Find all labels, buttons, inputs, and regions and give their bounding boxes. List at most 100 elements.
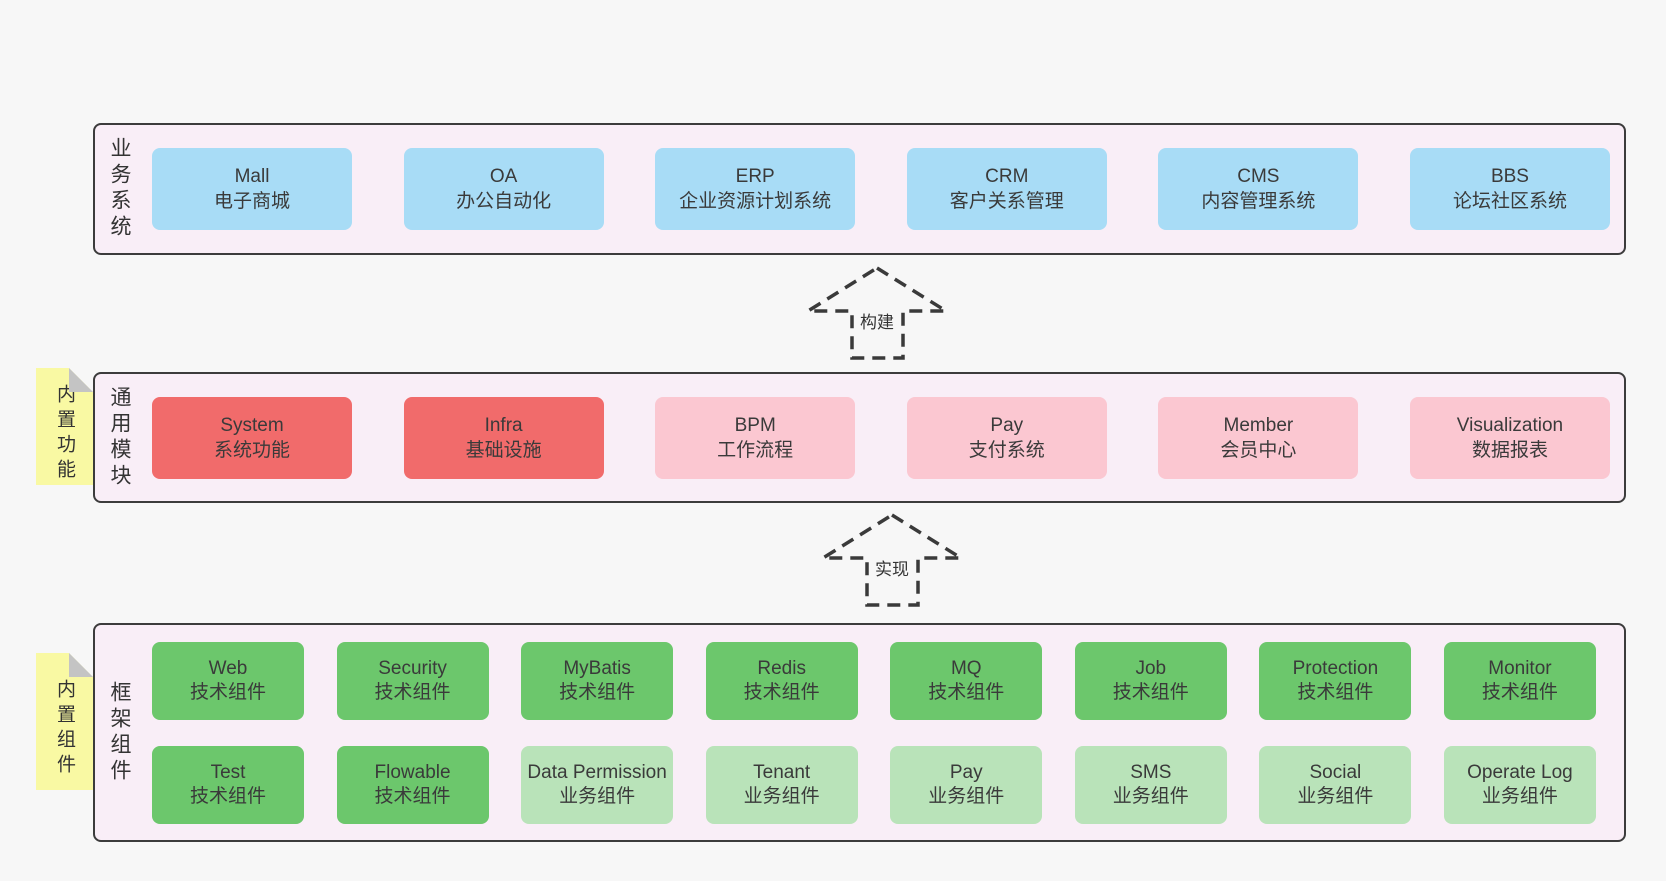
layer-title: 业务系统 xyxy=(108,137,131,241)
layer-title: 通用模块 xyxy=(108,385,131,490)
module-box-mall: Mall 电子商城 xyxy=(152,148,352,230)
module-description: 内容管理系统 xyxy=(1201,191,1316,212)
box-grid: Mall 电子商城 OA 办公自动化 ERP 企业资源计划系统 CRM 客户关系管理 CMS 内容… xyxy=(152,125,1610,253)
module-name: Mall xyxy=(234,166,270,187)
arrow-label: 实现 xyxy=(875,560,909,579)
module-description: 电子商城 xyxy=(213,191,290,212)
module-box-infra: Infra 基础设施 xyxy=(403,396,604,479)
module-description: 基础设施 xyxy=(465,439,542,461)
module-name: OA xyxy=(489,166,518,187)
module-description: 工作流程 xyxy=(717,439,794,461)
module-description: 业务组件 xyxy=(559,785,636,807)
sticky-note-builtin-features: 内置功能 xyxy=(36,368,93,485)
module-description: 技术组件 xyxy=(928,681,1005,703)
module-name: MQ xyxy=(950,657,982,679)
module-description: 数据报表 xyxy=(1471,439,1548,461)
module-name: Test xyxy=(210,761,246,783)
module-box-cms: CMS 内容管理系统 xyxy=(1158,148,1359,230)
module-description: 系统功能 xyxy=(213,439,290,461)
module-name: Member xyxy=(1223,414,1294,436)
module-box-member: Member 会员中心 xyxy=(1158,396,1359,479)
module-description: 业务组件 xyxy=(1297,785,1374,807)
module-description: 业务组件 xyxy=(928,785,1005,807)
module-box-pay: Pay 支付系统 xyxy=(906,396,1107,479)
module-name: CMS xyxy=(1237,166,1280,187)
module-name: Tenant xyxy=(753,761,811,783)
module-description: 业务组件 xyxy=(743,785,820,807)
arrow-label: 构建 xyxy=(860,313,894,332)
module-description: 客户关系管理 xyxy=(949,191,1064,212)
module-box-bpm: BPM 工作流程 xyxy=(655,396,856,479)
module-description: 企业资源计划系统 xyxy=(679,191,832,212)
sticky-note-text: 内置组件 xyxy=(54,678,75,779)
module-box-erp: ERP 企业资源计划系统 xyxy=(655,148,856,230)
module-name: BPM xyxy=(734,414,776,436)
module-box-oa: OA 办公自动化 xyxy=(403,148,604,230)
module-name: CRM xyxy=(985,166,1029,187)
module-description: 论坛社区系统 xyxy=(1452,191,1567,212)
module-name: Protection xyxy=(1292,657,1379,679)
module-name: MyBatis xyxy=(563,657,631,679)
box-row: System 系统功能 Infra 基础设施 BPM 工作流程 Pay 支付系统 Member 会… xyxy=(152,396,1610,479)
module-description: 支付系统 xyxy=(968,439,1045,461)
module-name: Monitor xyxy=(1488,657,1552,679)
module-description: 技术组件 xyxy=(1112,681,1189,703)
module-description: 会员中心 xyxy=(1220,439,1297,461)
module-name: BBS xyxy=(1490,166,1529,187)
sticky-note-builtin-components: 内置组件 xyxy=(36,653,93,790)
module-name: Job xyxy=(1135,657,1167,679)
module-box-visualization: Visualization 数据报表 xyxy=(1409,396,1610,479)
module-box-bbs: BBS 论坛社区系统 xyxy=(1409,148,1610,230)
module-description: 技术组件 xyxy=(374,681,451,703)
sticky-note-text: 内置功能 xyxy=(54,383,75,484)
module-description: 技术组件 xyxy=(1297,681,1374,703)
module-description: 技术组件 xyxy=(189,785,266,807)
module-description: 技术组件 xyxy=(374,785,451,807)
layer-common-modules: 通用模块 System 系统功能 Infra 基础设施 BPM 工作流程 Pay 支付系统 Me… xyxy=(93,372,1626,503)
module-name: Operate Log xyxy=(1467,761,1573,783)
module-name: Data Permission xyxy=(527,761,667,783)
module-name: System xyxy=(220,414,284,436)
module-name: ERP xyxy=(735,166,775,187)
module-description: 技术组件 xyxy=(1481,681,1558,703)
build-arrow-icon: 构建 xyxy=(801,265,953,360)
module-name: Social xyxy=(1309,761,1362,783)
module-description: 业务组件 xyxy=(1481,785,1558,807)
layer-business-systems: 业务系统 Mall 电子商城 OA 办公自动化 ERP 企业资源计划系统 CRM 客户关系管理… xyxy=(93,123,1626,255)
module-name: Pay xyxy=(990,414,1024,436)
module-name: SMS xyxy=(1130,761,1172,783)
box-row: Mall 电子商城 OA 办公自动化 ERP 企业资源计划系统 CRM 客户关系管理 CMS 内容… xyxy=(152,148,1610,230)
implement-arrow-icon: 实现 xyxy=(816,512,968,607)
module-description: 技术组件 xyxy=(559,681,636,703)
module-name: Visualization xyxy=(1456,414,1564,436)
module-description: 办公自动化 xyxy=(456,191,552,212)
module-name: Security xyxy=(378,657,447,679)
module-description: 业务组件 xyxy=(1112,785,1189,807)
module-name: Infra xyxy=(484,414,523,436)
layer-title: 框架组件 xyxy=(108,680,131,785)
module-name: Pay xyxy=(949,761,983,783)
module-description: 技术组件 xyxy=(189,681,266,703)
module-name: Web xyxy=(208,657,248,679)
